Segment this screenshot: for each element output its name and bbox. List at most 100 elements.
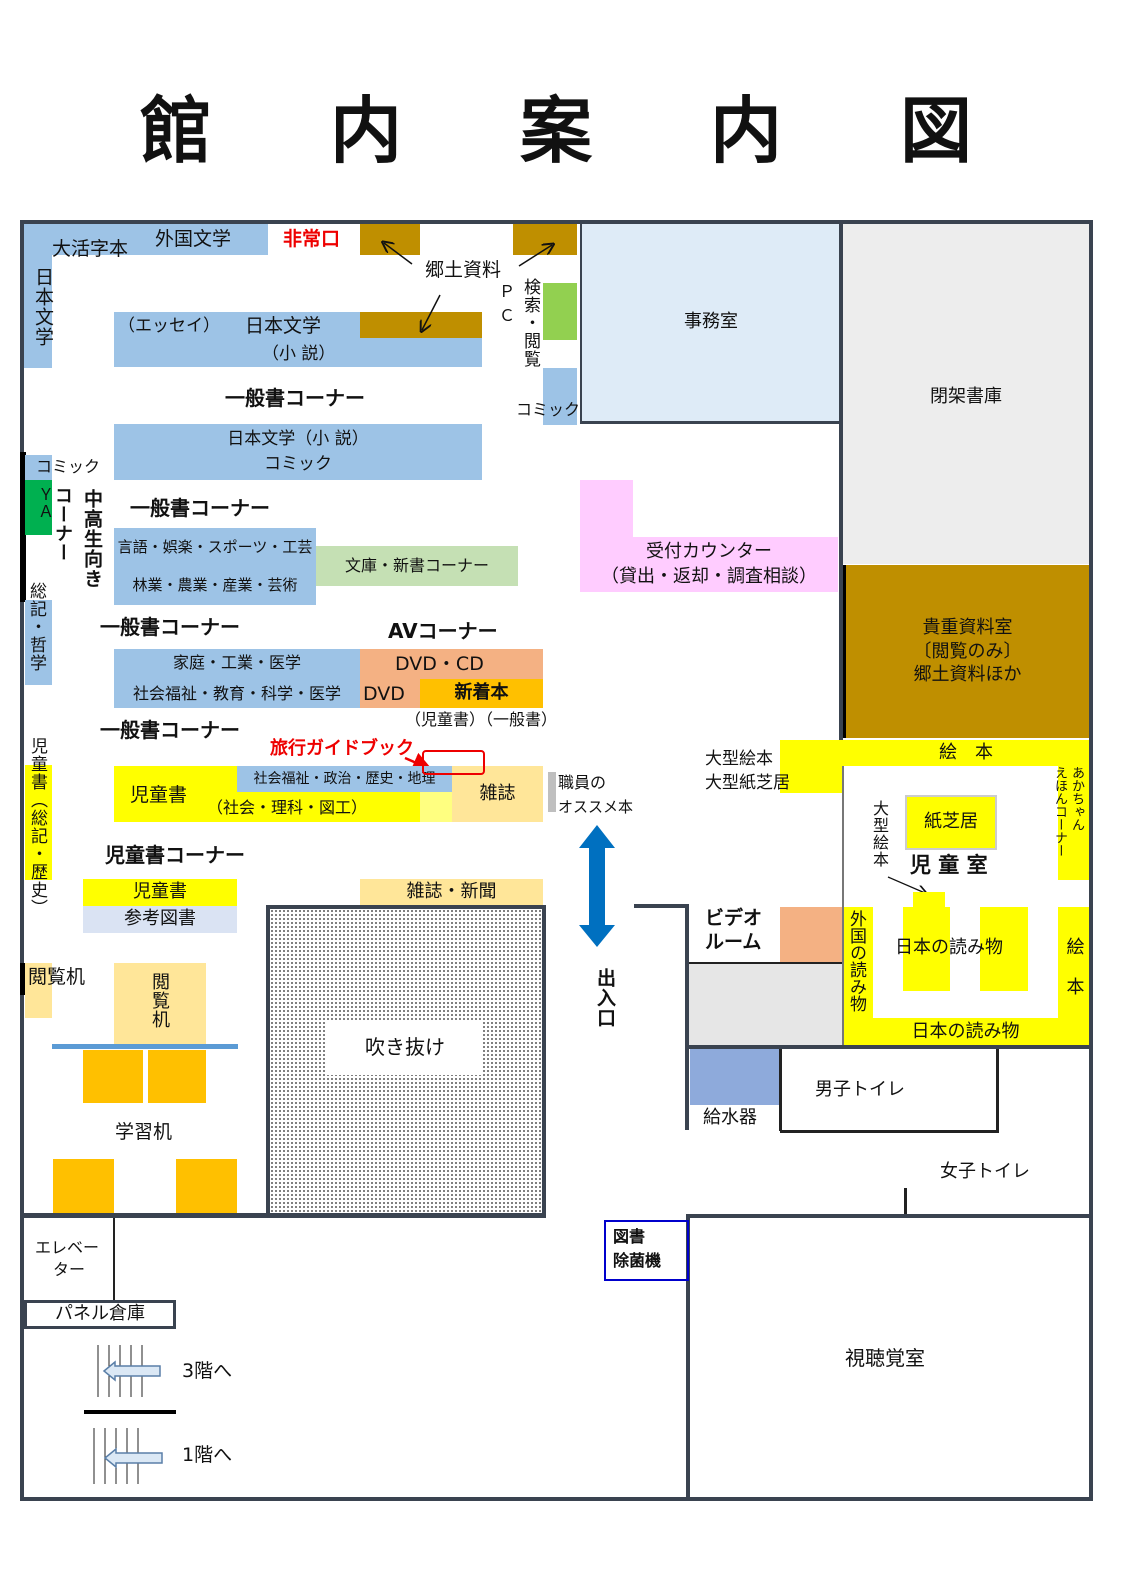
travel-guide-highlight[interactable]	[422, 750, 485, 775]
divider-blue	[52, 1044, 238, 1049]
label-elevator-1[interactable]: エレベー	[35, 1238, 100, 1257]
label-home: 家庭・工業・医学	[172, 653, 301, 673]
office: 事務室	[580, 224, 840, 424]
label-travel-guide: 旅行ガイドブック	[270, 738, 414, 759]
label-local-materials: 郷土資料	[425, 259, 502, 281]
shelf-foreign-reading	[844, 907, 873, 1046]
arrow-local-2	[518, 245, 552, 267]
title-char: 館	[140, 89, 213, 173]
heading-av-corner: AVコーナー	[388, 619, 498, 643]
video-equipment	[780, 907, 842, 962]
heading-children-corner: 児童書コーナー	[105, 843, 245, 867]
shelf-mag-news: 雑誌・新聞	[360, 879, 543, 906]
shelf-bunko: 文庫・新書コーナー	[316, 546, 518, 586]
water-fountain[interactable]	[690, 1049, 780, 1105]
label-large-print: 大活字本	[52, 238, 129, 260]
wall	[634, 904, 688, 908]
label-general-phil: 総記・哲学	[26, 582, 46, 672]
label-picture-books-v: 絵本	[1063, 936, 1085, 1017]
label-reading-desk: 閲覧机	[28, 966, 86, 988]
label-av-note: （児童書）（一般書）	[405, 710, 558, 729]
label-big-picture-v: 大型絵本	[870, 800, 889, 868]
shelf-language: 言語・娯楽・スポーツ・工芸 林業・農業・産業・芸術	[114, 528, 316, 605]
shelf-big-picture	[780, 740, 843, 793]
label-dvd: DVD	[363, 683, 405, 705]
label-children-books: 児童書	[130, 784, 188, 806]
shelf-new-books: 新着本	[420, 679, 543, 708]
staff-picks-shelf	[548, 772, 556, 812]
shelf-picture-books-band: 絵 本	[843, 740, 1089, 766]
label-children-room: 児 童 室	[910, 853, 988, 877]
shelf-general-phil	[25, 600, 52, 685]
label-children-books2: 児童書	[133, 881, 187, 903]
label-children-hist: 児童書（総記・歴史）	[27, 737, 47, 917]
closed-stacks: 閉架書庫	[843, 224, 1089, 564]
label-ya-comic: コミック	[36, 457, 101, 476]
arrow-local-3	[422, 294, 441, 330]
label-comic: コミック	[264, 454, 332, 474]
heading-general-corner-4: 一般書コーナー	[100, 718, 240, 742]
floor-outline	[20, 220, 1093, 1501]
shelf-children-2: 児童書	[83, 879, 237, 906]
title-char: 案	[520, 89, 593, 173]
label-novel: （小 説）	[262, 344, 336, 364]
wall-mark	[20, 963, 25, 995]
wall	[686, 1214, 690, 1500]
label-ya: ＹＡ	[25, 480, 54, 535]
counter-main[interactable]: 受付カウンター （貸出・返却・調査相談）	[580, 537, 838, 592]
wall	[904, 1188, 907, 1215]
emergency-exit[interactable]: 非常口	[283, 228, 341, 250]
label-av-room: 視聴覚室	[845, 1346, 925, 1370]
shelf-jp-reading-bottom: 日本の読み物	[873, 1018, 1058, 1046]
title-char: 内	[330, 89, 403, 173]
desk-reading	[114, 963, 206, 1045]
label-forestry: 林業・農業・産業・芸術	[132, 575, 298, 594]
entrance-arrow-icon	[579, 825, 615, 947]
shelf-reference: 参考図書	[83, 906, 237, 933]
shelf-comic-top	[543, 368, 577, 425]
rare-materials-room: 貴重資料室 〔閲覧のみ〕 郷土資料ほか	[843, 565, 1089, 738]
shelf-jp-reading	[980, 907, 1028, 991]
label-children-sub: （社会・理科・図工）	[207, 798, 368, 817]
label-baby-2: えほんコーナー	[1052, 766, 1067, 857]
shelf-magazine: 雑誌	[452, 766, 543, 822]
label-staff-2: オススメ本	[558, 798, 634, 816]
label-women-toilet[interactable]: 女子トイレ	[940, 1161, 1030, 1182]
label-comic-top: コミック	[516, 400, 581, 419]
label-reading-desk-v: 閲覧机	[149, 972, 170, 1029]
label-jp-reading: 日本の読み物	[895, 937, 1003, 958]
wall	[20, 1213, 546, 1218]
label-men-toilet[interactable]: 男子トイレ	[815, 1079, 905, 1100]
label-rare-2: 〔閲覧のみ〕	[913, 640, 1022, 662]
label-welfare: 社会福祉・教育・科学・医学	[132, 683, 341, 703]
stair-divider	[84, 1410, 176, 1414]
pc-terminal[interactable]	[543, 283, 577, 340]
label-sanitizer-1: 図書	[613, 1227, 646, 1246]
shelf-small	[913, 892, 945, 908]
label-to-3f[interactable]: 3階へ	[182, 1360, 233, 1382]
heading-general-corner-3: 一般書コーナー	[100, 615, 240, 639]
label-to-1f[interactable]: 1階へ	[182, 1444, 233, 1466]
label-water: 給水器	[703, 1107, 757, 1128]
label-video-1: ビデオ	[705, 907, 763, 929]
label-entrance: 出入口	[594, 968, 616, 1028]
study-desk	[148, 1050, 206, 1103]
wall	[685, 904, 689, 1130]
label-kamishibai: 紙芝居	[924, 811, 978, 833]
shelf-comic-left	[25, 455, 52, 480]
shelf-picture-books-right: 絵本	[1058, 907, 1089, 1046]
label-office: 事務室	[684, 311, 738, 333]
stairs-to-3f-icon	[97, 1345, 161, 1397]
label-foreign-reading: 外国の読み物	[846, 910, 866, 1012]
shelf-kamishibai: 紙芝居	[905, 795, 997, 850]
shelf-top	[24, 224, 268, 255]
label-elevator-2[interactable]: ター	[53, 1260, 86, 1279]
atrium	[266, 905, 546, 1218]
label-essay: （エッセイ）	[118, 316, 220, 336]
study-desk	[176, 1159, 237, 1213]
atrium-label-box: 吹き抜け	[327, 1020, 483, 1075]
arrow-local-1	[384, 243, 413, 265]
label-jp-lit-vertical: 日本文学	[24, 255, 54, 368]
book-sanitizer[interactable]: 図書 除菌機	[604, 1220, 689, 1281]
